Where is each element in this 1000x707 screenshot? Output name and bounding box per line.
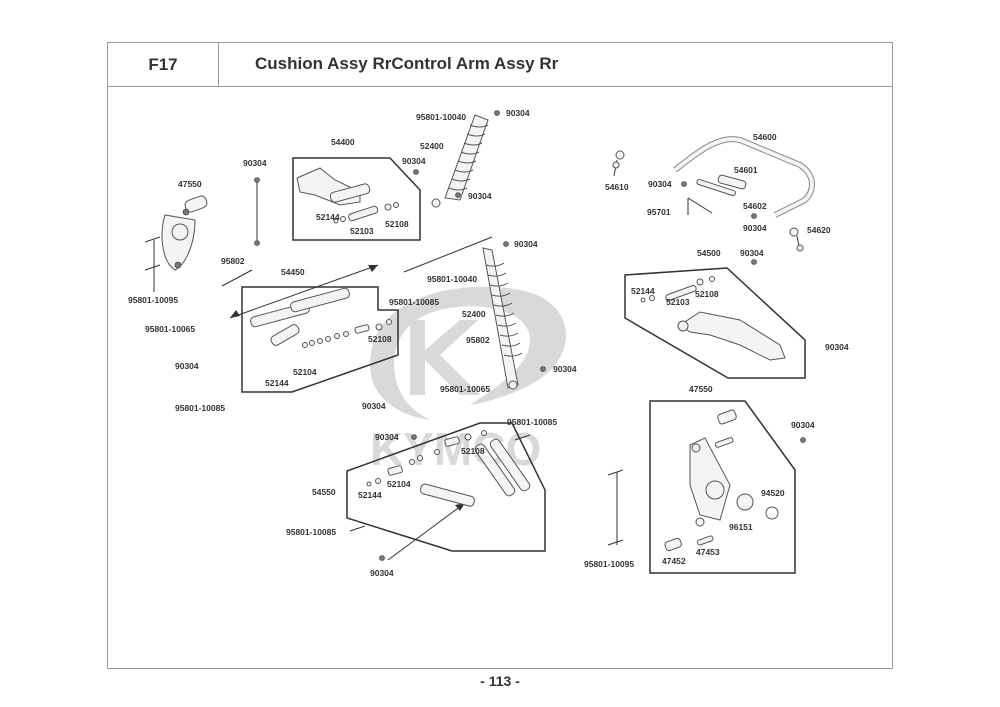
knuckle-47550-right bbox=[607, 409, 806, 552]
part-label[interactable]: 90304 bbox=[791, 420, 815, 430]
assembly-box-54450 bbox=[241, 286, 399, 393]
part-label[interactable]: 90304 bbox=[362, 401, 386, 411]
part-label[interactable]: 52400 bbox=[420, 141, 444, 151]
part-label[interactable]: 47550 bbox=[689, 384, 713, 394]
part-labels: 47550 95801-10095 90304 95802 54400 5214… bbox=[128, 108, 849, 578]
shock-absorber-lower bbox=[482, 241, 546, 390]
part-label[interactable]: 90304 bbox=[468, 191, 492, 201]
arm-54500 bbox=[640, 276, 786, 361]
part-label[interactable]: 90304 bbox=[402, 156, 426, 166]
part-label[interactable]: 95801-10085 bbox=[286, 527, 336, 537]
part-label[interactable]: 90304 bbox=[825, 342, 849, 352]
part-label[interactable]: 54450 bbox=[281, 267, 305, 277]
part-label[interactable]: 54500 bbox=[697, 248, 721, 258]
part-label[interactable]: 52103 bbox=[666, 297, 690, 307]
section-code: F17 bbox=[107, 42, 219, 86]
arrow-line bbox=[387, 502, 466, 561]
part-label[interactable]: 54400 bbox=[331, 137, 355, 147]
part-label[interactable]: 90304 bbox=[375, 432, 399, 442]
part-label[interactable]: 95801-10085 bbox=[507, 417, 557, 427]
part-label[interactable]: 95802 bbox=[466, 335, 490, 345]
assembly-box-47550 bbox=[649, 400, 796, 574]
part-label[interactable]: 52104 bbox=[293, 367, 317, 377]
part-label[interactable]: 52108 bbox=[695, 289, 719, 299]
part-label[interactable]: 95802 bbox=[221, 256, 245, 266]
assembly-box-54400 bbox=[292, 157, 421, 241]
nut bbox=[254, 240, 260, 246]
arm-54550 bbox=[349, 430, 531, 561]
part-label[interactable]: 95801-10065 bbox=[440, 384, 490, 394]
bolt-95802 bbox=[221, 269, 253, 287]
shock-absorber-upper bbox=[413, 110, 500, 208]
stabilizer-bar bbox=[612, 136, 815, 265]
direction-arrows bbox=[229, 236, 493, 561]
part-label[interactable]: 52108 bbox=[461, 446, 485, 456]
part-label[interactable]: 95801-10040 bbox=[427, 274, 477, 284]
part-label[interactable]: 94520 bbox=[761, 488, 785, 498]
arrow-head bbox=[368, 265, 378, 272]
part-label[interactable]: 90304 bbox=[740, 248, 764, 258]
arm-54400 bbox=[296, 167, 399, 224]
arrow-head bbox=[455, 503, 465, 511]
part-label[interactable]: 95801-10085 bbox=[175, 403, 225, 413]
part-label[interactable]: 90304 bbox=[506, 108, 530, 118]
page-number: - 113 - bbox=[480, 673, 520, 689]
part-label[interactable]: 52400 bbox=[462, 309, 486, 319]
part-label[interactable]: 52108 bbox=[368, 334, 392, 344]
part-label[interactable]: 54602 bbox=[743, 201, 767, 211]
arm-54450 bbox=[250, 287, 392, 348]
diagram-frame bbox=[107, 42, 893, 669]
part-label[interactable]: 54620 bbox=[807, 225, 831, 235]
part-label[interactable]: 52144 bbox=[316, 212, 340, 222]
part-label[interactable]: 52103 bbox=[350, 226, 374, 236]
part-label[interactable]: 90304 bbox=[175, 361, 199, 371]
header-divider bbox=[107, 86, 893, 87]
part-label[interactable]: 90304 bbox=[553, 364, 577, 374]
part-label[interactable]: 54550 bbox=[312, 487, 336, 497]
part-label[interactable]: 90304 bbox=[514, 239, 538, 249]
nut bbox=[254, 177, 260, 183]
part-label[interactable]: 90304 bbox=[743, 223, 767, 233]
part-label[interactable]: 52108 bbox=[385, 219, 409, 229]
arrow-line bbox=[403, 236, 493, 273]
part-label[interactable]: 47550 bbox=[178, 179, 202, 189]
part-label[interactable]: 95701 bbox=[647, 207, 671, 217]
part-label[interactable]: 95801-10085 bbox=[389, 297, 439, 307]
part-label[interactable]: 90304 bbox=[648, 179, 672, 189]
watermark-logo-k bbox=[410, 320, 480, 395]
part-label[interactable]: 52144 bbox=[631, 286, 655, 296]
assembly-box-54550 bbox=[346, 422, 546, 552]
part-label[interactable]: 52144 bbox=[358, 490, 382, 500]
part-label[interactable]: 95801-10065 bbox=[145, 324, 195, 334]
part-label[interactable]: 52144 bbox=[265, 378, 289, 388]
part-label[interactable]: 47452 bbox=[662, 556, 686, 566]
part-label[interactable]: 95801-10040 bbox=[416, 112, 466, 122]
part-label[interactable]: 90304 bbox=[370, 568, 394, 578]
assembly-box-54500 bbox=[624, 267, 806, 379]
knuckle-47550-left bbox=[144, 195, 208, 292]
arrow-line bbox=[229, 264, 379, 319]
part-label[interactable]: 90304 bbox=[243, 158, 267, 168]
part-label[interactable]: 95801-10095 bbox=[584, 559, 634, 569]
page-title: Cushion Assy RrControl Arm Assy Rr bbox=[255, 54, 559, 73]
part-label[interactable]: 96151 bbox=[729, 522, 753, 532]
part-label[interactable]: 95801-10095 bbox=[128, 295, 178, 305]
part-label[interactable]: 47453 bbox=[696, 547, 720, 557]
part-label[interactable]: 54601 bbox=[734, 165, 758, 175]
part-label[interactable]: 54610 bbox=[605, 182, 629, 192]
part-label[interactable]: 52104 bbox=[387, 479, 411, 489]
arrow-head bbox=[230, 310, 240, 318]
part-label[interactable]: 54600 bbox=[753, 132, 777, 142]
